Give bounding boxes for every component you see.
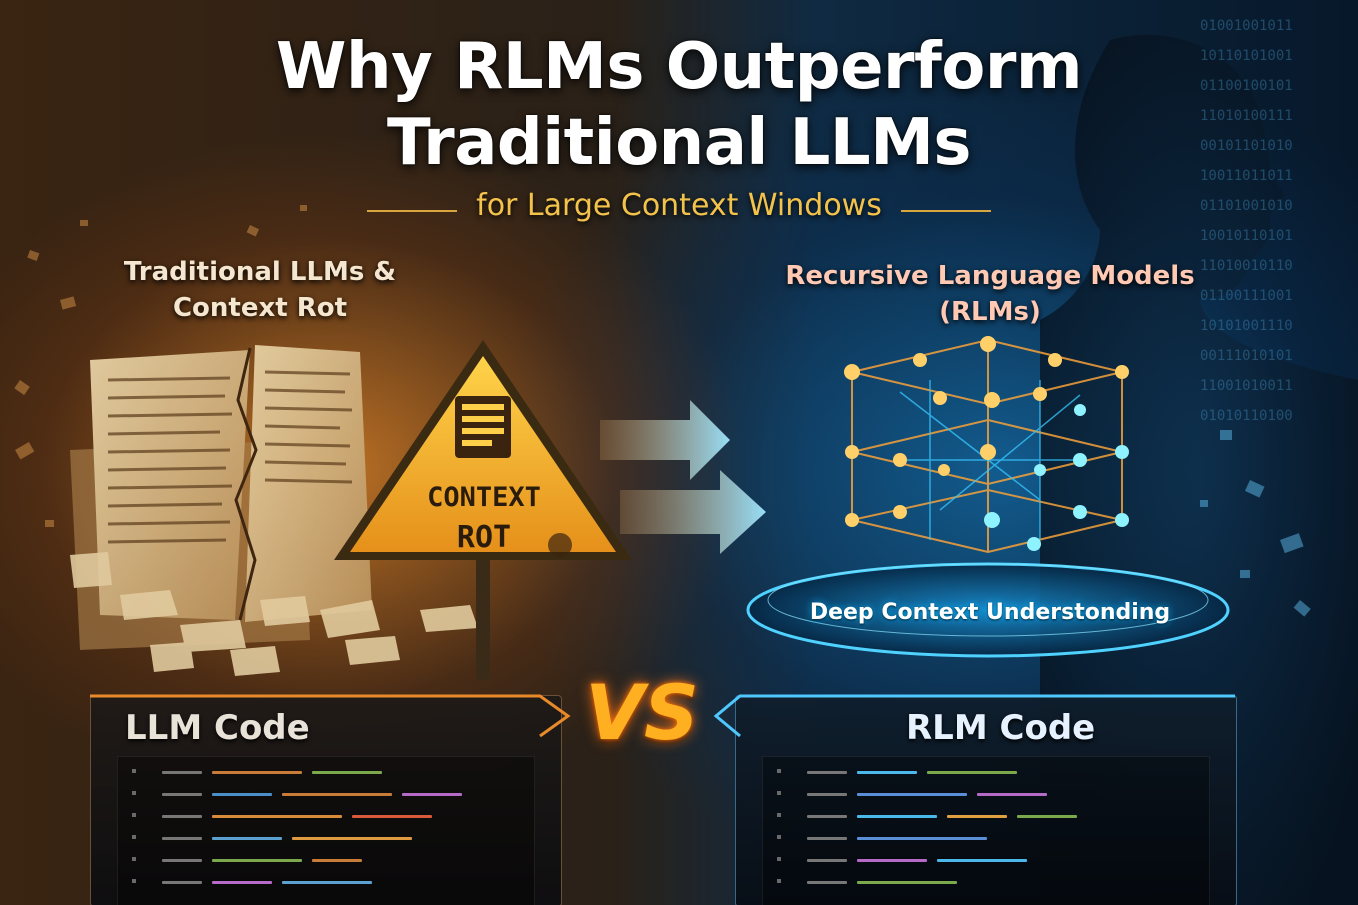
right-heading-line2: (RLMs): [939, 297, 1041, 327]
rlm-code-area: [762, 756, 1210, 905]
svg-text:11001010011: 11001010011: [1200, 378, 1293, 394]
left-heading: Traditional LLMs & Context Rot: [110, 254, 410, 326]
subtitle-divider-left: [367, 209, 458, 212]
svg-text:10010110101: 10010110101: [1200, 228, 1293, 244]
right-heading-line1: Recursive Language Models: [785, 261, 1195, 291]
svg-text:01101001010: 01101001010: [1200, 198, 1293, 214]
svg-text:00101101010: 00101101010: [1200, 138, 1293, 154]
rlm-code-panel: RLM Code: [735, 695, 1237, 905]
main-title-line1: Why RLMs Outperform: [275, 30, 1083, 104]
warning-sign-line2: ROT: [456, 520, 512, 555]
vs-label: VS: [585, 668, 699, 757]
warning-sign-icon: [334, 340, 632, 680]
human-head-silhouette-icon: [1040, 34, 1358, 905]
svg-text:01100111001: 01100111001: [1200, 288, 1293, 304]
subtitle: for Large Context Windows: [476, 188, 882, 223]
svg-text:11010100111: 11010100111: [1200, 108, 1293, 124]
left-heading-line2: Context Rot: [172, 293, 348, 323]
neural-cube-icon: [746, 336, 1230, 658]
llm-code-title: LLM Code: [125, 708, 310, 748]
right-arrow-icon: [600, 400, 766, 554]
svg-text:10011011011: 10011011011: [1200, 168, 1293, 184]
svg-text:01001001011: 01001001011: [1200, 18, 1293, 34]
svg-text:10101001110: 10101001110: [1200, 318, 1293, 334]
right-heading: Recursive Language Models (RLMs): [760, 258, 1220, 330]
left-heading-line1: Traditional LLMs &: [123, 257, 397, 287]
main-title-line2: Traditional LLMs: [387, 106, 971, 180]
llm-code-panel: LLM Code: [90, 695, 562, 905]
subtitle-divider-right: [900, 209, 991, 212]
svg-text:01100100101: 01100100101: [1200, 78, 1293, 94]
llm-code-area: [117, 756, 535, 905]
rlm-code-title: RLM Code: [906, 708, 1096, 748]
svg-text:10110101001: 10110101001: [1200, 48, 1293, 64]
torn-papers: [70, 345, 478, 676]
svg-text:11010010110: 11010010110: [1200, 258, 1293, 274]
svg-text:00111010101: 00111010101: [1200, 348, 1293, 364]
svg-text:01010110100: 01010110100: [1200, 408, 1293, 424]
scroll-document-icon: [455, 396, 511, 458]
platform-label: Deep Context Understonding: [809, 600, 1171, 625]
warning-sign-line1: CONTEXT: [427, 482, 541, 513]
subtitle-row: for Large Context Windows: [0, 188, 1358, 223]
